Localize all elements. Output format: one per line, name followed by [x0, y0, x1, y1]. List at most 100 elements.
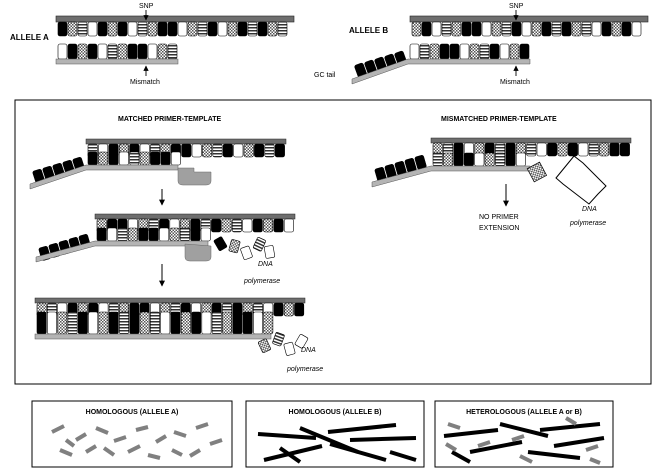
nucleotide	[177, 21, 188, 37]
dna-fragment	[477, 440, 491, 448]
nucleotide	[150, 311, 160, 335]
nucleotide	[127, 227, 138, 242]
nucleotide	[139, 151, 150, 166]
nucleotide	[167, 43, 178, 60]
nucleotide	[511, 21, 522, 37]
nucleotide	[489, 43, 500, 60]
nucleotide	[257, 21, 268, 37]
template-strand-b	[409, 15, 649, 23]
nucleotide	[129, 311, 140, 335]
nucleotide	[243, 143, 254, 158]
nucleotide	[567, 142, 578, 157]
template-strand-step3	[34, 297, 306, 304]
nucleotide	[67, 21, 78, 37]
dna-fragment	[171, 448, 183, 457]
nucleotide	[191, 311, 202, 335]
nucleotide	[578, 142, 589, 157]
fragments-homologous-b	[257, 423, 417, 464]
dna-fragment	[444, 442, 458, 452]
extended-primer-strand-step3	[34, 333, 272, 340]
matched-title: MATCHED PRIMER-TEMPLATE	[118, 116, 222, 123]
nucleotide	[231, 218, 242, 233]
nucleotide	[97, 43, 108, 60]
nucleotide	[57, 311, 68, 335]
nucleotide	[463, 152, 474, 167]
free-nucleotide	[213, 236, 228, 251]
extended-primer-bases-step3	[36, 311, 274, 335]
nucleotide	[160, 311, 171, 335]
free-nucleotide	[240, 245, 253, 260]
nucleotide	[150, 151, 161, 166]
allele-b-diagram: ALLELE B SNP Mismatch GC tail	[314, 3, 649, 86]
nucleotide	[237, 21, 248, 37]
nucleotide	[591, 21, 602, 37]
nucleotide	[619, 142, 630, 157]
nucleotide	[557, 142, 568, 157]
dna-fragment	[329, 442, 387, 462]
nucleotide	[181, 143, 192, 158]
primer-bases-b	[409, 43, 530, 60]
nucleotide	[491, 21, 502, 37]
nucleotide	[137, 43, 148, 60]
dna-fragment	[527, 450, 581, 460]
nucleotide	[449, 43, 460, 60]
nucleotide	[519, 43, 530, 60]
nucleotide	[137, 21, 148, 37]
nucleotide	[77, 21, 88, 37]
template-strand-a	[55, 15, 295, 23]
nucleotide	[253, 311, 263, 335]
nucleotide	[77, 311, 88, 335]
dna-fragment	[519, 454, 533, 464]
dna-fragment	[102, 446, 116, 457]
nucleotide	[611, 21, 622, 37]
nucleotide	[127, 21, 138, 37]
nucleotide	[117, 43, 128, 60]
nucleotide	[98, 311, 109, 335]
nucleotide	[108, 151, 119, 166]
nucleotide	[561, 21, 572, 37]
fragments-heterologous	[443, 416, 605, 465]
dna-fragment	[349, 436, 417, 442]
nucleotide	[87, 151, 98, 166]
nucleotide	[588, 142, 599, 157]
polymerase-footprint-step1	[177, 167, 212, 186]
mismatch-label-a: Mismatch	[130, 79, 160, 86]
dna-fragment	[263, 444, 323, 462]
no-extension-label-2: EXTENSION	[479, 225, 519, 232]
nucleotide	[274, 143, 285, 158]
nucleotide	[294, 302, 305, 317]
matched-primer-template: MATCHED PRIMER-TEMPLATE DNA polymerase D…	[29, 116, 323, 373]
nucleotide	[252, 218, 263, 233]
primer-bases-mismatched	[432, 152, 526, 167]
nucleotide	[170, 151, 181, 166]
nucleotide	[139, 311, 150, 335]
nucleotide	[157, 43, 168, 60]
polymerase-label-mismatched-b: polymerase	[569, 220, 606, 227]
nucleotide	[441, 21, 452, 37]
nucleotide	[481, 21, 492, 37]
polymerase-label-step3-a: DNA	[301, 347, 316, 354]
nucleotide	[547, 142, 558, 157]
dna-fragment	[589, 457, 601, 465]
nucleotide	[459, 43, 470, 60]
dna-fragment	[511, 434, 525, 442]
nucleotide	[157, 21, 168, 37]
nucleotide	[242, 218, 253, 233]
nucleotide	[197, 21, 208, 37]
nucleotide	[419, 43, 430, 60]
free-nucleotide	[228, 239, 241, 254]
nucleotide	[46, 311, 57, 335]
primer-bases-step2	[96, 227, 211, 242]
nucleotide	[453, 152, 464, 167]
nucleotide	[201, 311, 212, 335]
nucleotide	[119, 311, 130, 335]
dna-fragment	[195, 422, 209, 430]
panel-title-homologous-a: HOMOLOGOUS (ALLELE A)	[86, 409, 179, 416]
nucleotide	[432, 152, 443, 167]
panel-homologous-b: HOMOLOGOUS (ALLELE B)	[245, 400, 425, 468]
panel-title-homologous-b: HOMOLOGOUS (ALLELE B)	[289, 409, 382, 416]
nucleotide	[232, 311, 243, 335]
nucleotide	[515, 152, 526, 167]
nucleotide	[227, 21, 238, 37]
